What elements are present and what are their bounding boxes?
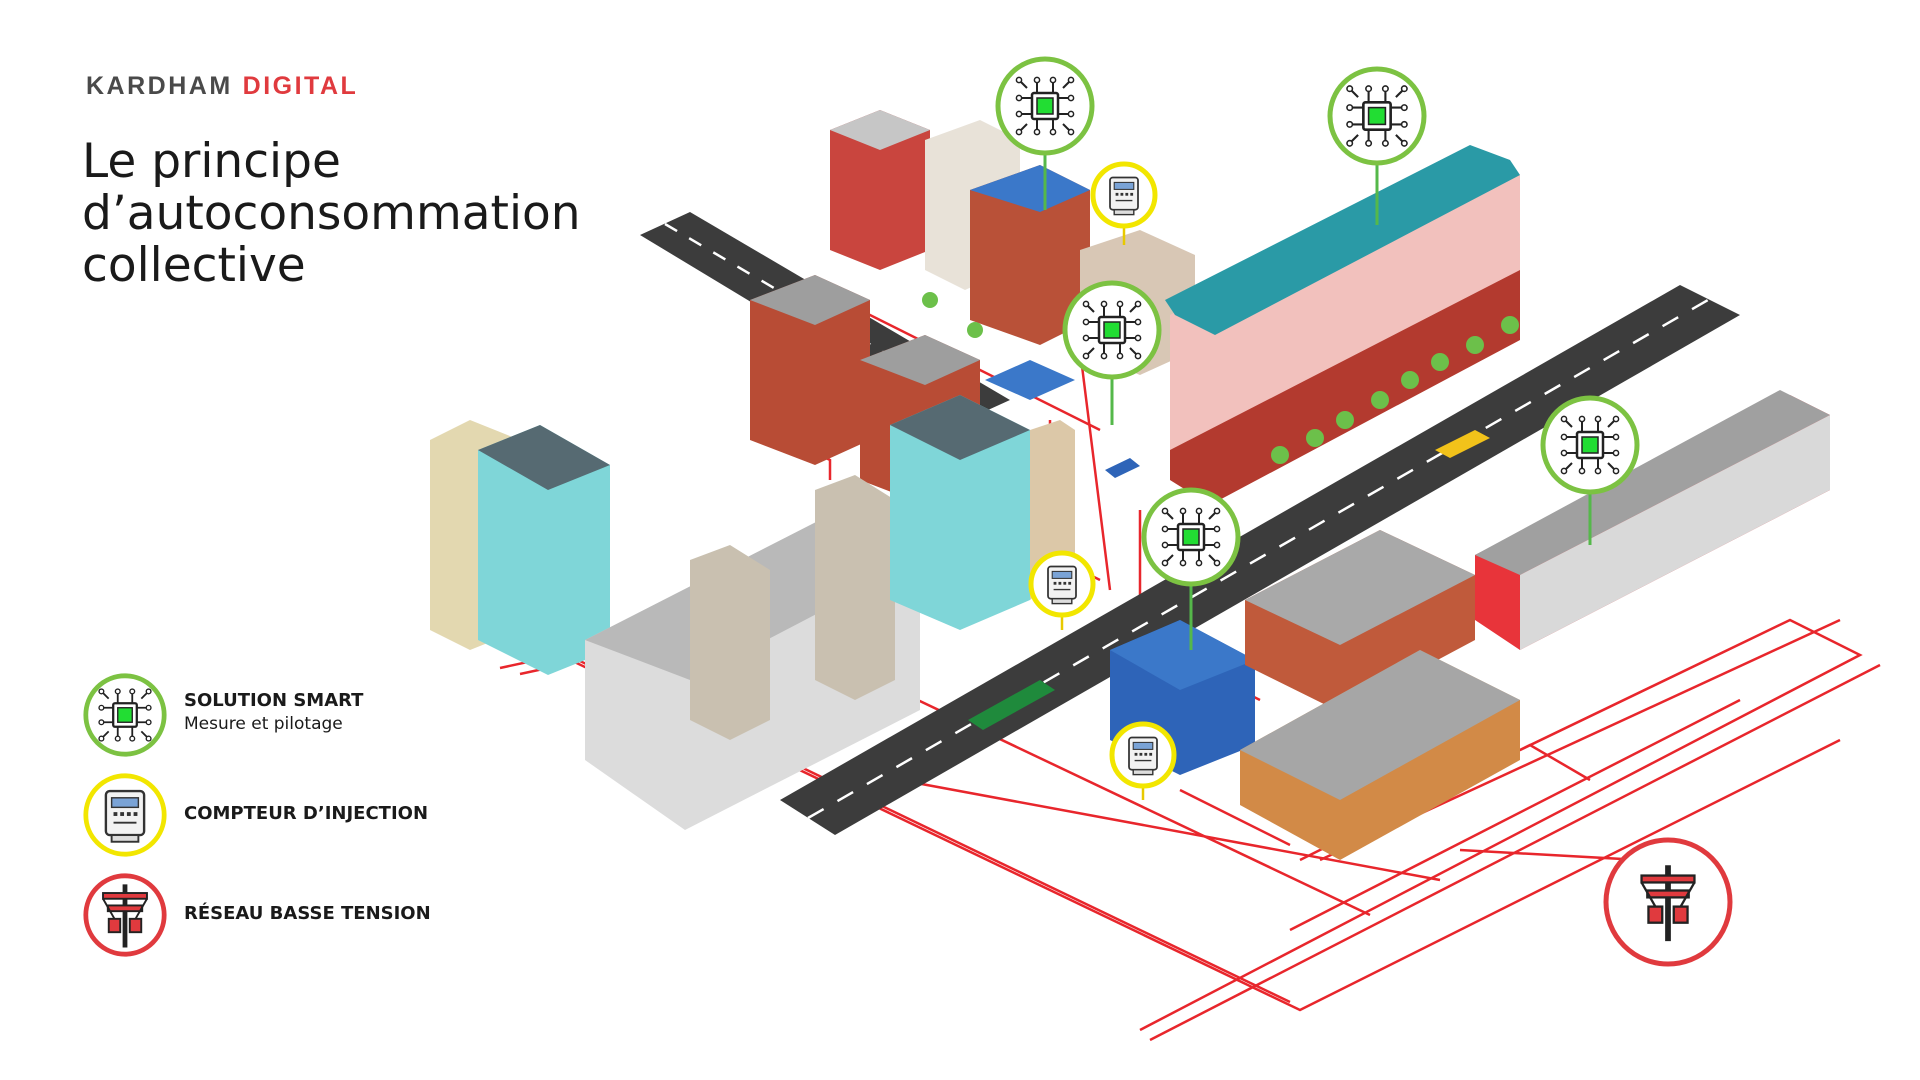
brand-logo: KARDHAM DIGITAL <box>86 72 358 101</box>
scene-meter-icon-3 <box>1109 721 1177 789</box>
page-title: Le principe d’autoconsommation collectiv… <box>82 136 602 292</box>
scene-power-pole-icon <box>1603 837 1733 967</box>
legend-grid-title: RÉSEAU BASSE TENSION <box>184 903 431 924</box>
glass-towers <box>430 395 1075 830</box>
scene-smart-icon-3 <box>1062 280 1162 380</box>
legend-item-grid: RÉSEAU BASSE TENSION <box>82 872 502 962</box>
blue-roof-building <box>1165 145 1520 505</box>
brand-name-part1: KARDHAM <box>86 72 233 100</box>
title-line-1: Le principe <box>82 134 341 189</box>
legend-item-smart: SOLUTION SMART Mesure et pilotage <box>82 672 502 762</box>
chip-icon <box>83 673 167 757</box>
power-pole-icon <box>83 873 167 957</box>
legend-meter-title: COMPTEUR D’INJECTION <box>184 803 429 824</box>
shopping-mall <box>1475 390 1830 650</box>
vehicles <box>968 430 1490 730</box>
legend-smart-title: SOLUTION SMART <box>184 690 364 711</box>
scene-smart-icon-5 <box>1540 395 1640 495</box>
scene-smart-icon-1 <box>995 56 1095 156</box>
legend-item-meter: COMPTEUR D’INJECTION <box>82 772 502 862</box>
legend-smart-subtitle: Mesure et pilotage <box>184 714 343 734</box>
shop-buildings <box>1110 530 1520 860</box>
title-line-2: d’autoconsommation <box>82 186 581 241</box>
trees <box>922 292 1519 464</box>
scene-smart-icon-4 <box>1141 487 1241 587</box>
scene-meter-icon-2 <box>1028 550 1096 618</box>
scene-smart-icon-2 <box>1327 66 1427 166</box>
brand-name-part2: DIGITAL <box>242 72 359 100</box>
scene-meter-icon-1 <box>1090 161 1158 229</box>
meter-icon <box>83 773 167 857</box>
title-line-3: collective <box>82 238 306 293</box>
